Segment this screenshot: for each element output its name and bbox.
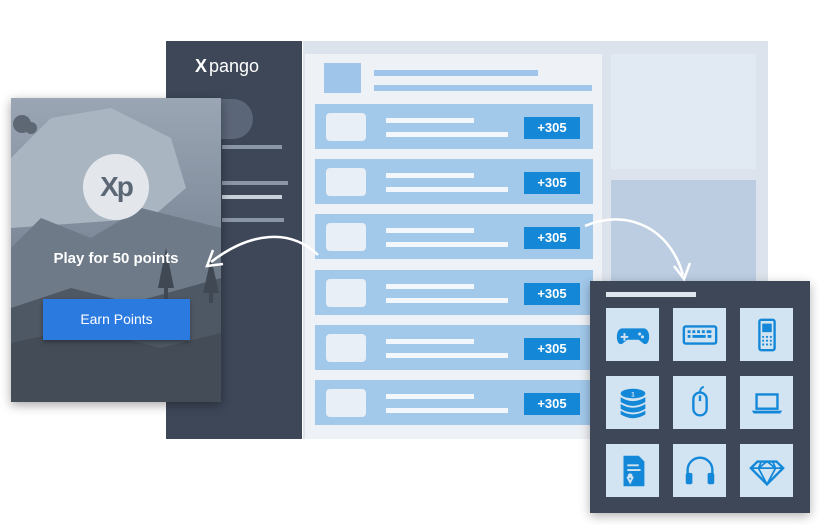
- laptop-icon: [751, 392, 782, 413]
- offer-row[interactable]: +305: [315, 325, 593, 370]
- sidebar-line: [222, 145, 282, 149]
- points-badge[interactable]: +305: [524, 172, 580, 194]
- offer-row[interactable]: +305: [315, 214, 593, 259]
- offer-title-line: [386, 228, 474, 233]
- right-panel-top: [611, 54, 756, 169]
- offer-title-line: [386, 394, 474, 399]
- gift-card-icon: [623, 455, 644, 486]
- offer-thumbnail: [326, 168, 366, 196]
- offer-desc-line: [386, 132, 508, 137]
- sidebar-line: [222, 181, 288, 185]
- reward-tile[interactable]: [673, 308, 726, 361]
- keyboard-icon: [682, 324, 717, 345]
- rewards-panel: 1: [590, 281, 810, 513]
- offer-row[interactable]: +305: [315, 270, 593, 315]
- mouse-icon: [691, 385, 708, 417]
- xp-logo: Xp: [83, 154, 149, 220]
- diamond-icon: [748, 459, 785, 486]
- offer-desc-line: [386, 298, 508, 303]
- offer-row[interactable]: +305: [315, 159, 593, 204]
- svg-text:1: 1: [631, 391, 635, 398]
- offer-thumbnail: [326, 113, 366, 141]
- offer-desc-line: [386, 187, 508, 192]
- points-badge[interactable]: +305: [524, 283, 580, 305]
- offer-thumbnail: [326, 223, 366, 251]
- offer-title-line: [386, 284, 474, 289]
- gamepad-icon: [616, 327, 649, 344]
- reward-tile[interactable]: [606, 444, 659, 497]
- offer-thumbnail: [326, 389, 366, 417]
- phone-icon: [757, 318, 776, 351]
- reward-tile[interactable]: [740, 376, 793, 429]
- offer-title-line: [386, 118, 474, 123]
- xp-logo-text: Xp: [100, 171, 134, 202]
- offer-desc-line: [386, 408, 508, 413]
- sidebar-avatar: [221, 99, 253, 139]
- points-badge[interactable]: +305: [524, 117, 580, 139]
- offer-row[interactable]: +305: [315, 380, 593, 425]
- points-badge[interactable]: +305: [524, 227, 580, 249]
- reward-tile[interactable]: [740, 308, 793, 361]
- game-card: Xp Play for 50 points Earn Points: [11, 98, 221, 402]
- header-line: [374, 70, 538, 76]
- coin-stack-icon: 1: [620, 388, 645, 418]
- offer-row[interactable]: +305: [315, 104, 593, 149]
- points-badge[interactable]: +305: [524, 338, 580, 360]
- offer-desc-line: [386, 353, 508, 358]
- offer-title-line: [386, 173, 474, 178]
- logo-mark: X: [195, 56, 207, 76]
- logo-text: pango: [209, 56, 260, 76]
- reward-tile[interactable]: [673, 376, 726, 429]
- header-image: [324, 63, 361, 93]
- reward-tile[interactable]: [740, 444, 793, 497]
- header-line: [374, 85, 592, 91]
- reward-tile[interactable]: [673, 444, 726, 497]
- offer-thumbnail: [326, 334, 366, 362]
- play-prompt: Play for 50 points: [53, 250, 179, 267]
- offer-title-line: [386, 339, 474, 344]
- reward-tile[interactable]: [606, 308, 659, 361]
- sidebar-line: [222, 218, 284, 222]
- offer-desc-line: [386, 242, 508, 247]
- earn-points-button[interactable]: Earn Points: [43, 299, 190, 340]
- rewards-title-line: [606, 292, 696, 297]
- reward-tile[interactable]: 1: [606, 376, 659, 429]
- offer-thumbnail: [326, 279, 366, 307]
- headphones-icon: [685, 456, 714, 484]
- points-badge[interactable]: +305: [524, 393, 580, 415]
- sidebar-line: [222, 195, 282, 199]
